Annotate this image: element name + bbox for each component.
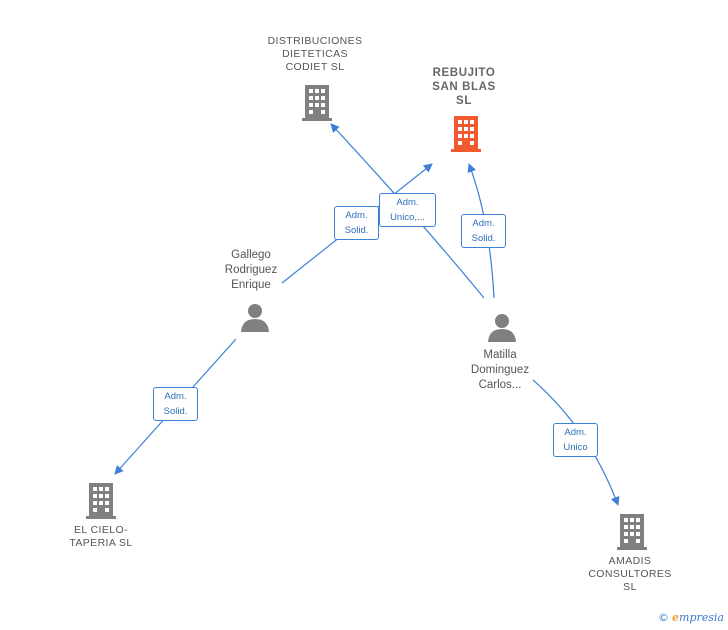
label-line: Enrique	[231, 279, 271, 291]
edge-label-gallego-el-cielo[interactable]: Adm. Solid.	[153, 387, 198, 421]
brand-watermark: ©empresia	[658, 611, 724, 624]
label-line: AMADIS	[608, 555, 652, 567]
edge-label-line: Adm.	[472, 218, 495, 229]
edge-label-line: Unico	[563, 442, 588, 453]
edge-label-line: Solid.	[471, 233, 496, 244]
label-line: CODIET SL	[285, 61, 345, 73]
building-icon[interactable]	[617, 514, 647, 550]
label-line: SL	[623, 581, 637, 593]
copyright-icon: ©	[658, 611, 670, 624]
label-line: CONSULTORES	[588, 568, 672, 580]
edge-label-line: Unico,...	[390, 212, 425, 223]
label-line: EL CIELO-	[74, 524, 128, 536]
person-icon[interactable]	[240, 302, 270, 332]
edge-label-matilla-distribuciones[interactable]: Adm. Unico,...	[379, 193, 436, 227]
node-label: DISTRIBUCIONES DIETETICAS CODIET SL	[254, 35, 376, 74]
edge-label-matilla-rebujito[interactable]: Adm. Solid.	[461, 214, 506, 248]
edge-label-line: Adm.	[164, 391, 187, 402]
label-line: DISTRIBUCIONES	[267, 35, 363, 47]
brand-logo-text: mpresia	[679, 611, 724, 624]
label-line: Gallego	[231, 249, 271, 261]
node-label: REBUJITO SAN BLAS SL	[414, 66, 514, 108]
label-line: Rodriguez	[224, 264, 278, 276]
edge-label-line: Adm.	[564, 427, 587, 438]
edge-label-line: Solid.	[344, 225, 369, 236]
label-line: SAN BLAS	[432, 81, 496, 93]
node-label: EL CIELO- TAPERIA SL	[51, 524, 151, 550]
label-line: Carlos...	[478, 379, 522, 391]
label-line: Matilla	[483, 349, 517, 361]
person-icon[interactable]	[487, 312, 517, 342]
node-label: Gallego Rodriguez Enrique	[205, 248, 297, 293]
edge-label-matilla-amadis[interactable]: Adm. Unico	[553, 423, 598, 457]
edge-label-line: Solid.	[163, 406, 188, 417]
label-line: TAPERIA SL	[69, 537, 133, 549]
label-line: DIETETICAS	[282, 48, 348, 60]
label-line: REBUJITO	[432, 67, 496, 79]
label-line: SL	[456, 95, 472, 107]
node-label: AMADIS CONSULTORES SL	[580, 555, 680, 594]
building-icon[interactable]	[451, 116, 481, 152]
brand-logo-letter: e	[672, 611, 680, 624]
edge-label-gallego-rebujito[interactable]: Adm. Solid.	[334, 206, 379, 240]
building-icon[interactable]	[302, 85, 332, 121]
label-line: Dominguez	[470, 364, 530, 376]
node-label: Matilla Dominguez Carlos...	[453, 348, 547, 393]
edge-label-line: Adm.	[345, 210, 368, 221]
edge-label-line: Adm.	[396, 197, 419, 208]
building-icon[interactable]	[86, 483, 116, 519]
